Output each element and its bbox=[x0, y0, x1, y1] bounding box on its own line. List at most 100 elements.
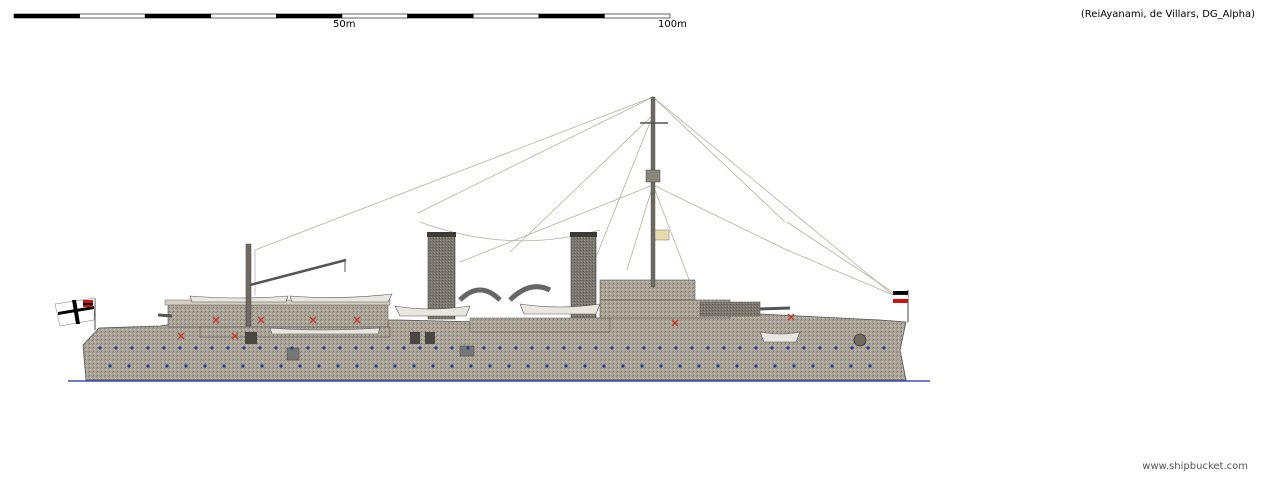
porthole bbox=[488, 364, 492, 368]
porthole bbox=[450, 364, 454, 368]
porthole bbox=[482, 346, 486, 350]
porthole bbox=[507, 364, 511, 368]
porthole bbox=[530, 346, 534, 350]
scale-segment bbox=[604, 13, 671, 19]
porthole bbox=[610, 346, 614, 350]
aft-gun bbox=[157, 313, 173, 318]
porthole bbox=[811, 364, 815, 368]
porthole bbox=[546, 346, 550, 350]
bridge-structure bbox=[599, 279, 696, 301]
porthole bbox=[678, 364, 682, 368]
porthole bbox=[602, 364, 606, 368]
hawse-anchor bbox=[853, 333, 867, 347]
fighting-top bbox=[645, 169, 661, 183]
porthole bbox=[355, 364, 359, 368]
porthole bbox=[184, 364, 188, 368]
aft-deckhouse bbox=[167, 304, 389, 328]
porthole bbox=[374, 364, 378, 368]
porthole bbox=[402, 346, 406, 350]
hull-markings bbox=[177, 313, 795, 340]
porthole bbox=[583, 364, 587, 368]
porthole bbox=[882, 346, 886, 350]
porthole bbox=[564, 364, 568, 368]
porthole bbox=[298, 364, 302, 368]
porthole bbox=[735, 364, 739, 368]
porthole bbox=[834, 346, 838, 350]
porthole bbox=[754, 364, 758, 368]
aft-boom bbox=[249, 258, 347, 287]
porthole bbox=[434, 346, 438, 350]
porthole bbox=[716, 364, 720, 368]
porthole bbox=[279, 364, 283, 368]
porthole bbox=[241, 364, 245, 368]
porthole bbox=[431, 364, 435, 368]
porthole bbox=[127, 364, 131, 368]
aft-boats bbox=[189, 293, 393, 335]
porthole bbox=[866, 346, 870, 350]
porthole bbox=[697, 364, 701, 368]
porthole bbox=[114, 346, 118, 350]
porthole bbox=[354, 346, 358, 350]
midships-deckhouse bbox=[469, 317, 611, 333]
porthole bbox=[338, 346, 342, 350]
porthole bbox=[322, 346, 326, 350]
porthole bbox=[146, 364, 150, 368]
porthole bbox=[306, 346, 310, 350]
porthole bbox=[830, 364, 834, 368]
porthole bbox=[754, 346, 758, 350]
porthole bbox=[690, 346, 694, 350]
porthole bbox=[640, 364, 644, 368]
forward-gun bbox=[759, 306, 791, 311]
porthole bbox=[818, 346, 822, 350]
scale-bar-graphic bbox=[13, 13, 671, 19]
porthole bbox=[773, 364, 777, 368]
porthole bbox=[450, 346, 454, 350]
forward-funnel bbox=[570, 232, 597, 320]
porthole bbox=[466, 346, 470, 350]
porthole bbox=[674, 346, 678, 350]
porthole bbox=[290, 346, 294, 350]
porthole bbox=[621, 364, 625, 368]
porthole bbox=[242, 346, 246, 350]
porthole bbox=[386, 346, 390, 350]
porthole bbox=[370, 346, 374, 350]
porthole bbox=[165, 364, 169, 368]
porthole bbox=[786, 346, 790, 350]
porthole bbox=[770, 346, 774, 350]
scale-label-50m: 50m bbox=[333, 19, 356, 30]
porthole bbox=[336, 364, 340, 368]
porthole bbox=[498, 346, 502, 350]
porthole bbox=[626, 346, 630, 350]
porthole bbox=[594, 346, 598, 350]
porthole bbox=[226, 346, 230, 350]
porthole bbox=[146, 346, 150, 350]
porthole bbox=[178, 346, 182, 350]
forward-casemate bbox=[699, 301, 761, 317]
porthole bbox=[545, 364, 549, 368]
portholes bbox=[98, 346, 886, 368]
foremast bbox=[650, 96, 656, 288]
porthole bbox=[317, 364, 321, 368]
porthole bbox=[722, 346, 726, 350]
porthole bbox=[98, 346, 102, 350]
porthole bbox=[274, 346, 278, 350]
porthole bbox=[849, 364, 853, 368]
porthole bbox=[642, 346, 646, 350]
porthole bbox=[203, 364, 207, 368]
porthole bbox=[659, 364, 663, 368]
naval-ensign-icon bbox=[54, 297, 96, 330]
jack-flag-icon bbox=[892, 290, 909, 322]
porthole bbox=[418, 346, 422, 350]
porthole bbox=[802, 346, 806, 350]
porthole bbox=[108, 364, 112, 368]
porthole bbox=[162, 346, 166, 350]
porthole bbox=[868, 364, 872, 368]
porthole bbox=[393, 364, 397, 368]
porthole bbox=[514, 346, 518, 350]
porthole bbox=[412, 364, 416, 368]
porthole bbox=[658, 346, 662, 350]
watermark-text: www.shipbucket.com bbox=[1142, 461, 1248, 472]
porthole bbox=[578, 346, 582, 350]
porthole bbox=[526, 364, 530, 368]
